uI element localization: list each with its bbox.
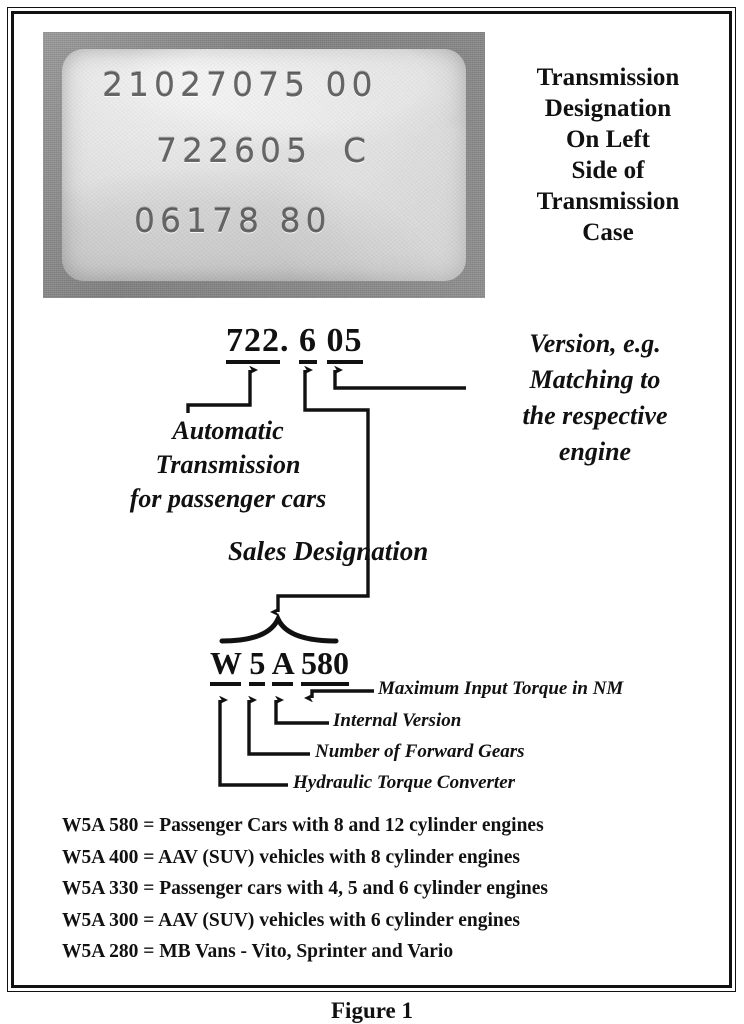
outer-border (7, 7, 736, 992)
label-hydraulic-torque-converter: Hydraulic Torque Converter (293, 772, 516, 793)
legend-item: W5A 300 = AAV (SUV) vehicles with 6 cyli… (62, 909, 521, 931)
legend-item: W5A 400 = AAV (SUV) vehicles with 8 cyli… (62, 846, 521, 868)
designation-part-722: 722 (226, 322, 280, 364)
stamped-line-3: 06178 80 (134, 201, 332, 240)
annotation-version: Version, e.g. Matching to the respective… (522, 329, 668, 466)
stamped-line-2: 722605 C (156, 131, 371, 170)
annotation-sales-designation: Sales Designation (228, 536, 429, 566)
designation-number-row: 722. 6 05 (226, 322, 363, 364)
model-code-row: W 5 A 580 (210, 645, 349, 686)
legend-list: W5A 580 = Passenger Cars with 8 and 12 c… (62, 810, 702, 968)
label-maximum-input-torque: Maximum Input Torque in NM (378, 678, 624, 699)
label-number-forward-gears: Number of Forward Gears (315, 741, 525, 762)
designation-part-6: 6 (299, 322, 317, 364)
legend-item: W5A 280 = MB Vans - Vito, Sprinter and V… (62, 941, 454, 962)
designation-part-05: 05 (326, 322, 363, 364)
page-title: Transmission Designation On Left Side of… (536, 64, 680, 246)
model-code-w: W (210, 645, 242, 686)
designation-gap (317, 322, 327, 359)
legend-item: W5A 330 = Passenger cars with 4, 5 and 6… (62, 878, 548, 899)
model-code-gears: 5 (249, 645, 266, 686)
model-code-torque: 580 (301, 645, 349, 686)
figure-caption: Figure 1 (331, 998, 413, 1023)
plate-machining-swirl (62, 49, 466, 281)
plate-speckle-texture (62, 49, 466, 281)
label-internal-version: Internal Version (333, 710, 462, 731)
stamped-line-1: 21027075 00 (102, 65, 378, 104)
model-code-a: A (271, 645, 293, 686)
stamp-plate: 21027075 00 722605 C 06178 80 (62, 49, 466, 281)
inner-border (11, 11, 732, 988)
designation-separator: . (280, 322, 299, 359)
legend-item: W5A 580 = Passenger Cars with 8 and 12 c… (62, 815, 544, 836)
annotation-automatic-transmission: Automatic Transmission for passenger car… (129, 416, 327, 513)
transmission-stamp-photo: 21027075 00 722605 C 06178 80 (43, 32, 485, 298)
